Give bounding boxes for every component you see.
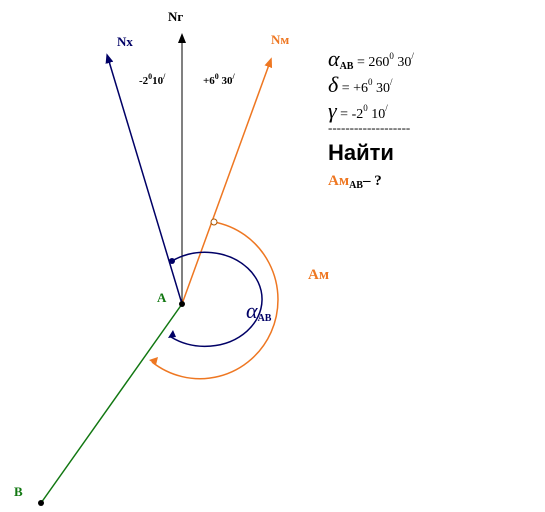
alpha-label: αАВ [246,298,272,324]
given-delta: δ = +60 30/ [328,72,393,97]
point-a-label: А [157,290,167,305]
line-ab [40,303,183,504]
alpha-arc [170,251,263,348]
declination-label: +60 30/ [203,72,236,87]
find-item: АмАВ– ? [328,173,382,191]
alpha-arc-arrowhead [168,330,176,338]
azimuth-arc-arrowhead [149,357,158,365]
point-b-label: В [14,484,23,499]
given-separator: ------------------- [328,120,411,135]
alpha-arc-start-dot [169,258,175,264]
given-gamma: γ = -20 10/ [328,98,388,123]
true-north-label: Nг [168,9,183,24]
point-b-dot [38,500,44,506]
azimuth-arc-start-dot [210,218,218,226]
grid-convergence-label: -2010/ [139,72,166,87]
given-alpha: αАВ = 2600 30/ [328,46,414,72]
magnetic-north-line [181,57,273,305]
azimuth-arc [151,221,279,380]
find-title: Найти [328,140,394,165]
magnetic-north-label: Nм [271,32,289,47]
azimuth-label: Ам [308,267,329,283]
grid-north-label: Nx [117,34,133,49]
point-a-dot [179,301,185,307]
grid-north-line [105,53,183,305]
